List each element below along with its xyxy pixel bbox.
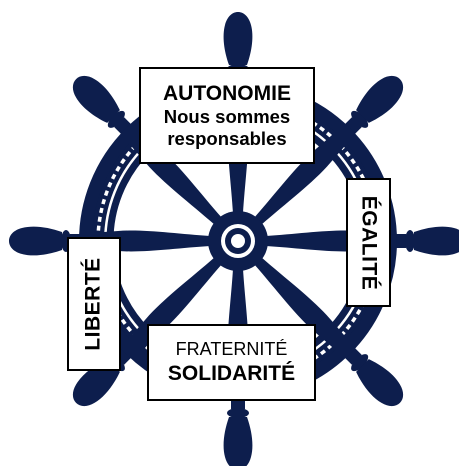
liberte-title: LIBERTÉ	[82, 257, 105, 351]
fraternite-label-box: FRATERNITÉ SOLIDARITÉ	[147, 324, 316, 401]
autonomie-label-box: AUTONOMIE Nous sommes responsables	[139, 67, 315, 164]
autonomie-line-2: Nous sommes	[163, 106, 291, 128]
fraternite-line-1: FRATERNITÉ	[175, 339, 288, 360]
egalite-label-box: ÉGALITÉ	[346, 178, 391, 307]
autonomie-title: AUTONOMIE	[163, 81, 291, 105]
egalite-title: ÉGALITÉ	[357, 195, 381, 290]
solidarite-title: SOLIDARITÉ	[167, 361, 296, 385]
liberte-label-box: LIBERTÉ	[67, 237, 121, 371]
autonomie-line-3: responsables	[167, 127, 287, 149]
